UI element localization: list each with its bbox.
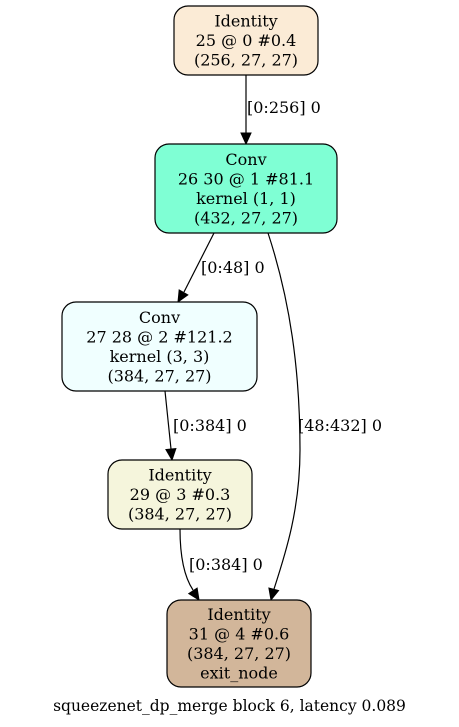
node-label-line: Conv	[225, 150, 266, 169]
edge-n29-n31: [0:384] 0	[179, 528, 263, 602]
node-label-line: 25 @ 0 #0.4	[196, 31, 297, 50]
arrowhead	[187, 587, 200, 602]
node-label-line: Conv	[139, 308, 180, 327]
edge-n26-n31: [48:432] 0	[267, 232, 382, 602]
node-label-line: 27 28 @ 2 #121.2	[86, 327, 232, 346]
node-label-line: (384, 27, 27)	[107, 366, 211, 385]
node-label-line: (384, 27, 27)	[187, 644, 291, 663]
node-box	[166, 599, 312, 688]
edge-label: [0:384] 0	[189, 555, 263, 574]
node-label-line: exit_node	[200, 663, 278, 682]
node-label-line: Identity	[148, 466, 211, 485]
arrowhead	[268, 587, 280, 602]
edge-n25-n26: [0:256] 0	[240, 75, 321, 146]
node-label-line: Identity	[214, 12, 277, 31]
edge-label: [0:48] 0	[201, 258, 265, 277]
node-box	[107, 459, 253, 530]
node-box	[173, 5, 319, 76]
edge-label: [0:256] 0	[247, 98, 321, 117]
node-box	[61, 301, 258, 392]
edge-line	[179, 528, 194, 591]
node-label-line: kernel (3, 3)	[110, 347, 210, 366]
node-label-line: (384, 27, 27)	[128, 505, 232, 524]
edge-label: [48:432] 0	[298, 416, 382, 435]
node-label-line: (256, 27, 27)	[194, 51, 298, 70]
arrowhead	[177, 289, 189, 304]
edge-label: [0:384] 0	[173, 416, 247, 435]
node-label-line: Identity	[207, 605, 270, 624]
edge-line	[267, 232, 301, 590]
edges-layer: [0:256] 0 [0:48] 0 [48:432] 0 [0:384] 0 [0:3…	[164, 75, 382, 602]
graph-caption: squeezenet_dp_merge block 6, latency 0.0…	[53, 697, 406, 715]
node-label-line: kernel (1, 1)	[196, 189, 296, 208]
edge-line	[183, 232, 215, 293]
edge-line	[164, 390, 172, 450]
node-box	[154, 143, 338, 234]
node-label-line: 26 30 @ 1 #81.1	[178, 169, 314, 188]
arrowhead	[240, 132, 252, 146]
node-label-line: (432, 27, 27)	[194, 208, 298, 227]
edge-n26-n27: [0:48] 0	[177, 232, 265, 304]
node-label-line: 29 @ 3 #0.3	[130, 485, 231, 504]
edge-n27-n29: [0:384] 0	[164, 390, 247, 462]
arrowhead	[165, 447, 177, 462]
node-label-line: 31 @ 4 #0.6	[189, 624, 290, 643]
